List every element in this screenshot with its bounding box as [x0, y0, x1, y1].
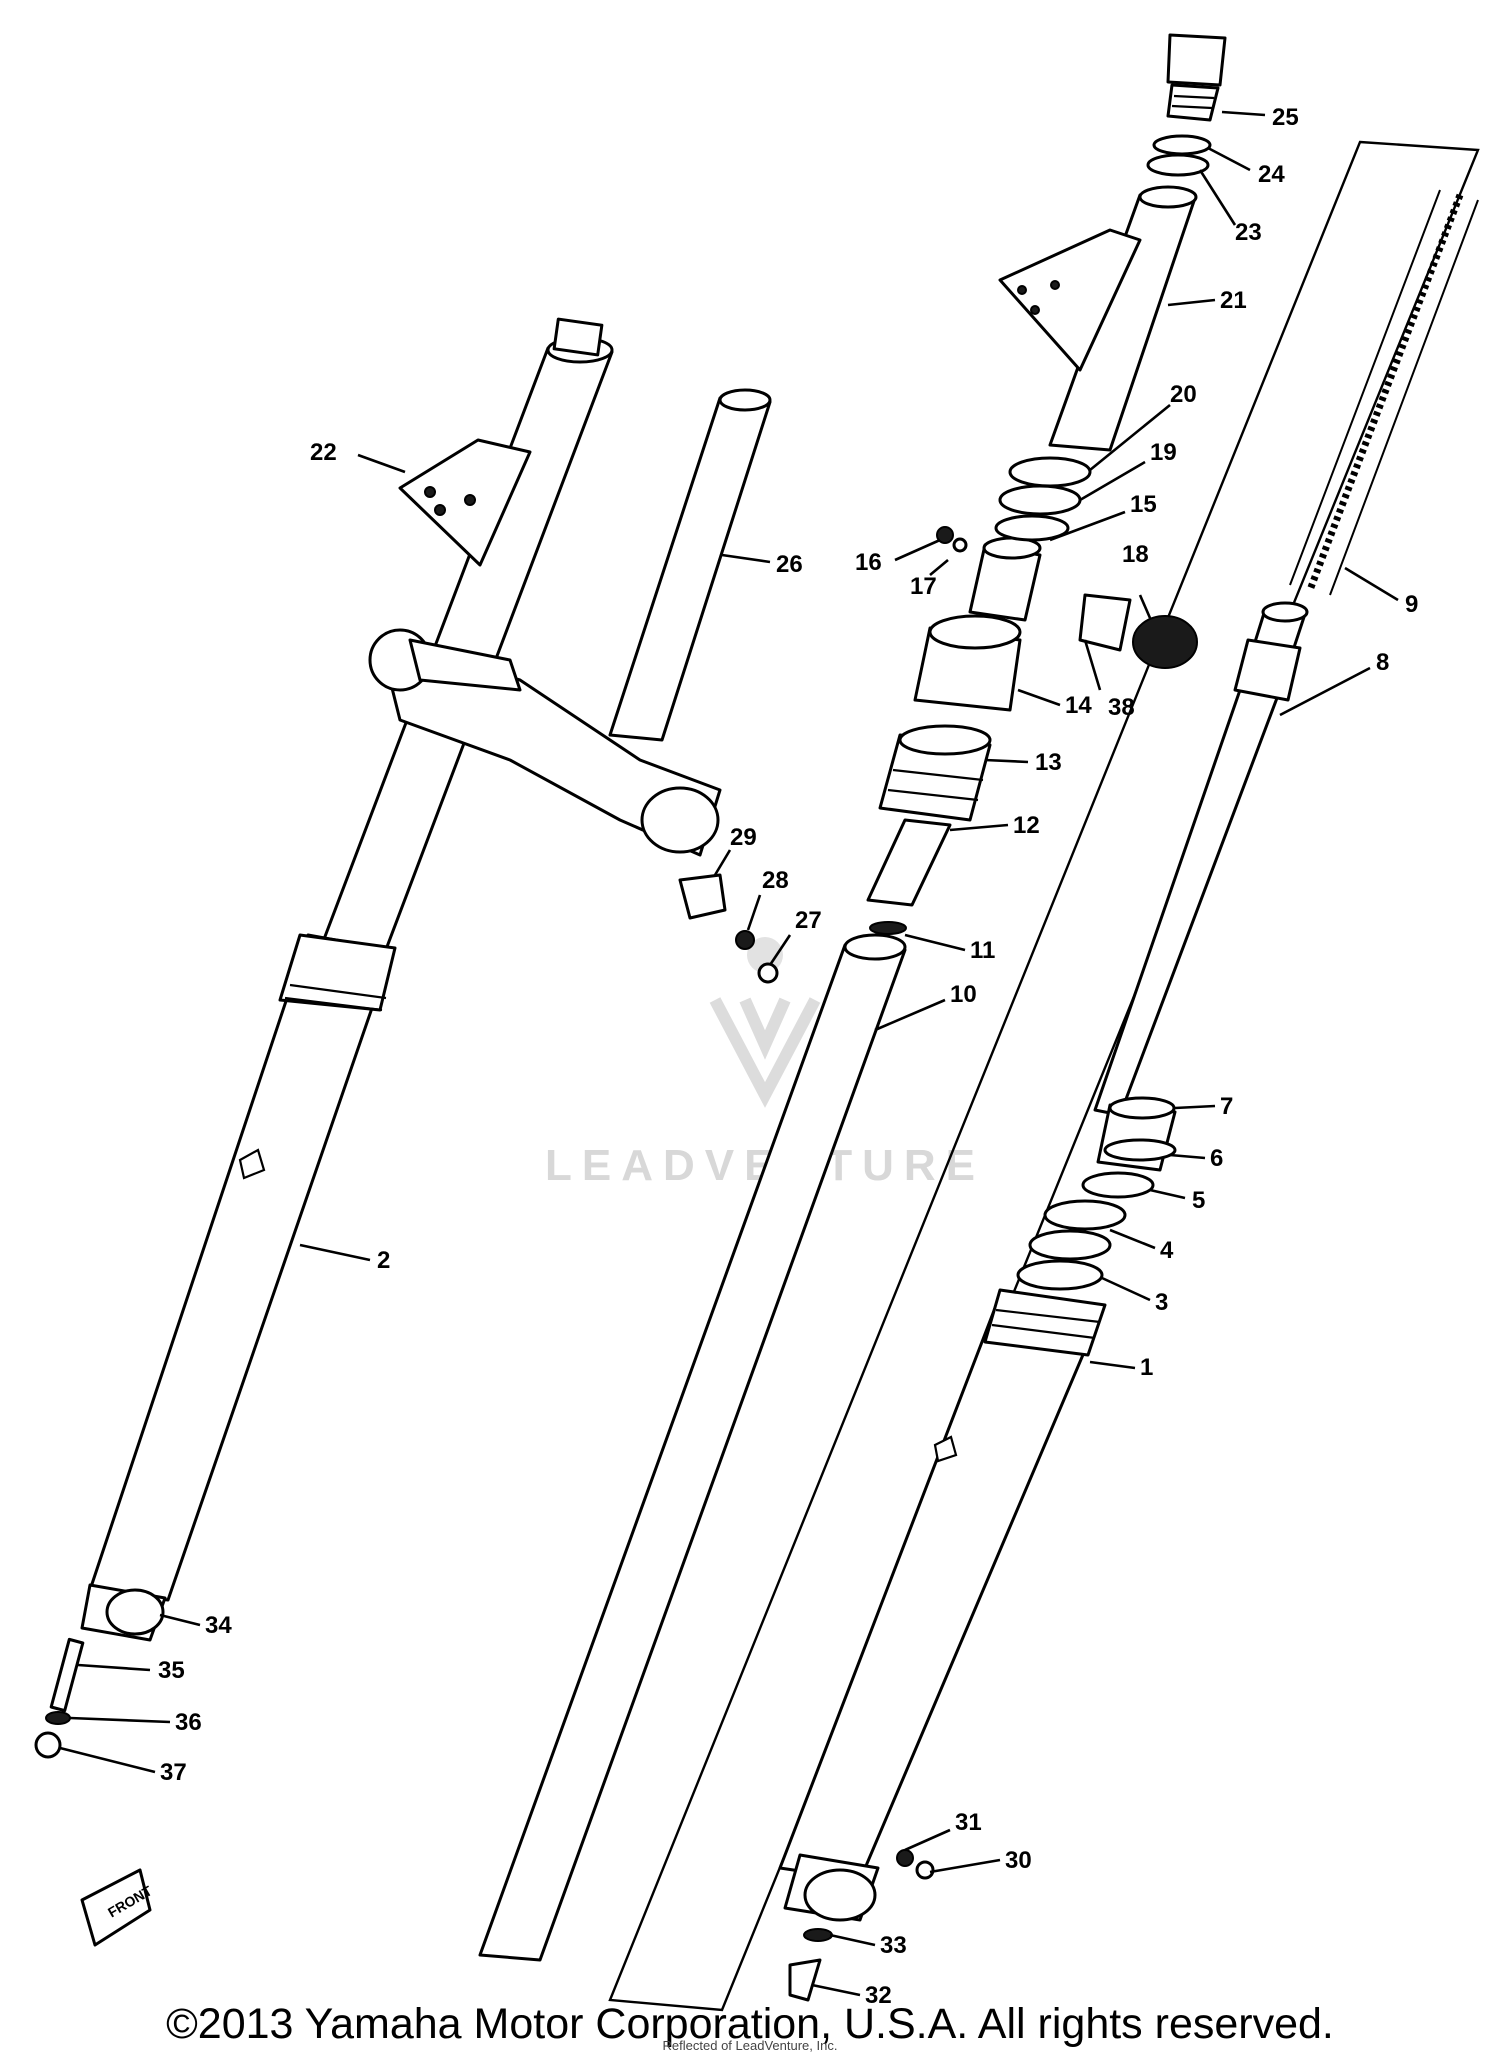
callout-32: 32 — [865, 1982, 892, 2009]
callout-6: 6 — [1210, 1145, 1223, 1172]
callout-36: 36 — [175, 1709, 202, 1736]
clamp-bolts — [678, 873, 779, 984]
callout-27: 27 — [795, 907, 822, 934]
callout-18: 18 — [1122, 541, 1149, 568]
callout-29: 29 — [730, 824, 757, 851]
reflected-notice: Reflected of LeadVenture, Inc. — [662, 2038, 838, 2053]
callout-1: 1 — [1140, 1354, 1153, 1381]
callout-23: 23 — [1235, 219, 1262, 246]
callout-25: 25 — [1272, 104, 1299, 131]
callout-34: 34 — [205, 1612, 232, 1639]
callout-10: 10 — [950, 981, 977, 1008]
callout-7: 7 — [1220, 1093, 1233, 1120]
outer-tube-left — [88, 933, 394, 1602]
callout-26: 26 — [776, 551, 803, 578]
right-assembly — [778, 189, 1479, 2002]
callout-28: 28 — [762, 867, 789, 894]
callout-14: 14 — [1065, 692, 1092, 719]
front-direction-marker: FRONT — [80, 1868, 155, 1947]
center-assembly — [478, 33, 1227, 1962]
left-fork-assembly — [34, 317, 722, 1759]
callout-8: 8 — [1376, 649, 1389, 676]
callout-13: 13 — [1035, 749, 1062, 776]
callout-4: 4 — [1160, 1237, 1174, 1264]
fork-inner-tube-26 — [608, 388, 772, 742]
under-bracket — [378, 638, 722, 857]
callout-20: 20 — [1170, 381, 1197, 408]
copyright-notice: ©2013 Yamaha Motor Corporation, U.S.A. A… — [166, 2000, 1334, 2048]
callout-38: 38 — [1108, 694, 1135, 721]
callout-35: 35 — [158, 1657, 185, 1684]
callout-17: 17 — [910, 573, 937, 600]
callout-30: 30 — [1005, 1847, 1032, 1874]
callout-33: 33 — [880, 1932, 907, 1959]
callout-37: 37 — [160, 1759, 187, 1786]
callout-31: 31 — [955, 1809, 982, 1836]
callout-2: 2 — [377, 1247, 390, 1274]
callout-21: 21 — [1220, 287, 1247, 314]
callout-11: 11 — [970, 937, 995, 964]
callout-15: 15 — [1130, 491, 1157, 518]
callout-5: 5 — [1192, 1187, 1205, 1214]
callout-19: 19 — [1150, 439, 1177, 466]
callouts: 1 2 3 4 5 6 7 8 9 10 11 12 13 — [59, 104, 1418, 2009]
callout-16: 16 — [855, 549, 882, 576]
callout-12: 12 — [1013, 812, 1040, 839]
callout-22: 22 — [310, 439, 337, 466]
inner-parts-frame — [608, 140, 1480, 2012]
outer-tube-1 — [778, 1293, 1104, 1882]
fork-spring-9 — [1306, 193, 1464, 592]
callout-9: 9 — [1405, 591, 1418, 618]
callout-3: 3 — [1155, 1289, 1168, 1316]
callout-24: 24 — [1258, 161, 1285, 188]
